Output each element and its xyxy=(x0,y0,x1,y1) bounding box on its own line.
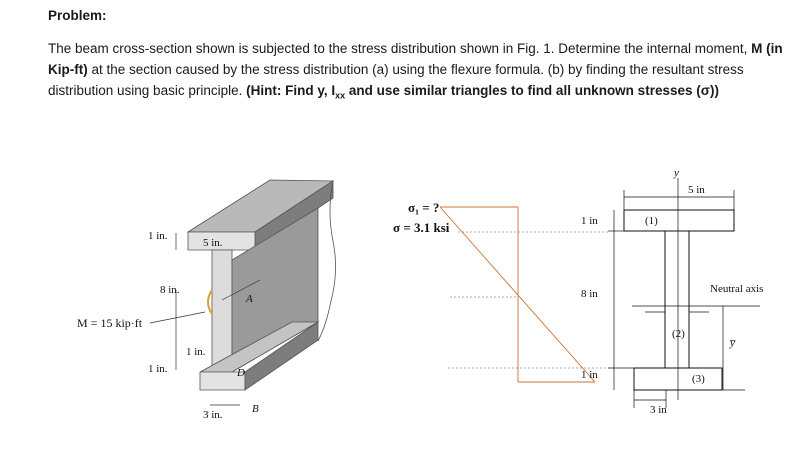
beam-dim-width: 5 in. xyxy=(203,237,223,249)
ybar-label: y̅ xyxy=(729,337,736,349)
dim-top-width: 5 in xyxy=(688,184,705,196)
moment-label: M (in Kip-ft) xyxy=(48,41,783,77)
hint-subscript: xx xyxy=(335,90,346,101)
hint-text: (Hint: Find y, Ixx and use similar trian… xyxy=(246,83,719,101)
sigma1-label: σ₁ = ? xyxy=(408,200,439,215)
beam-dim-web-thickness: 1 in. xyxy=(186,346,206,358)
dim-bottom-flange: 1 in xyxy=(581,369,598,381)
beam-point-a: A xyxy=(245,293,253,305)
beam-dim-top: 1 in. xyxy=(148,230,168,242)
beam-dim-bottom: 1 in. xyxy=(148,363,168,375)
hint-start: (Hint: Find y, I xyxy=(246,83,336,98)
beam-point-d: D xyxy=(236,367,245,379)
dim-flange: 1 in xyxy=(581,215,598,227)
part-3-label: (3) xyxy=(692,373,705,385)
i-beam-illustration: 1 in. 5 in. 8 in. M = 15 kip·ft 1 in. 1 … xyxy=(77,179,336,421)
cross-section: y 5 in 1 in 8 in 1 in 3 in (1) (2) (3) N… xyxy=(581,167,763,416)
beam-dim-base: 3 in. xyxy=(203,409,223,421)
figure: 1 in. 5 in. 8 in. M = 15 kip·ft 1 in. 1 … xyxy=(77,167,763,421)
dim-web: 8 in xyxy=(581,288,598,300)
dim-base: 3 in xyxy=(650,404,667,416)
problem-statement: The beam cross-section shown is subjecte… xyxy=(48,38,788,107)
beam-dim-web: 8 in. xyxy=(160,284,180,296)
stress-distribution: σ₁ = ? σ = 3.1 ksi xyxy=(393,200,610,383)
beam-point-b: B xyxy=(252,403,259,415)
problem-heading: Problem: xyxy=(48,8,107,23)
neutral-axis-label: Neutral axis xyxy=(710,283,763,295)
problem-text-2: at the section caused by the stress dist… xyxy=(48,62,744,98)
y-axis-label: y xyxy=(673,167,679,179)
hint-end: and use similar triangles to find all un… xyxy=(348,83,719,98)
sigma-label: σ = 3.1 ksi xyxy=(393,220,450,235)
problem-text-1: The beam cross-section shown is subjecte… xyxy=(48,41,748,56)
part-2-label: (2) xyxy=(672,328,685,340)
part-1-label: (1) xyxy=(645,215,658,227)
beam-moment-label: M = 15 kip·ft xyxy=(77,316,143,330)
